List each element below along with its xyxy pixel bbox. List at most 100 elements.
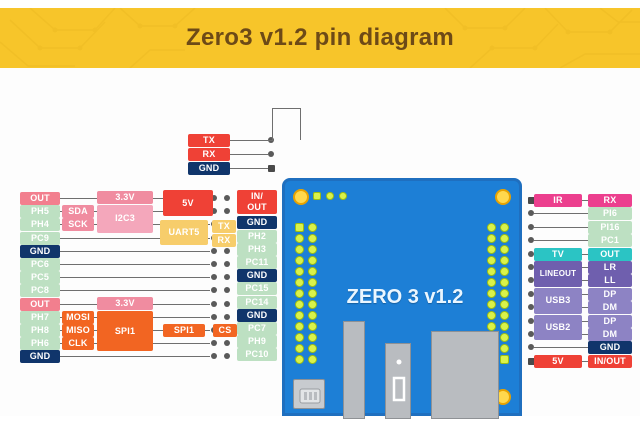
rightmid-pin-9: PC7 bbox=[237, 322, 277, 335]
left-signal-sck: SCK bbox=[62, 218, 94, 232]
connector-wire bbox=[60, 290, 210, 292]
center-bus-5v: 5V bbox=[163, 190, 213, 217]
solder-pad bbox=[295, 333, 304, 342]
solder-pad bbox=[500, 300, 509, 309]
solder-pad bbox=[295, 223, 304, 232]
connector-wire bbox=[300, 108, 301, 140]
solder-pad bbox=[308, 311, 317, 320]
left-signal-mosi: MOSI bbox=[62, 310, 94, 324]
pin-dot bbox=[528, 210, 534, 217]
pin-dot bbox=[528, 237, 534, 244]
left-signal-sda: SDA bbox=[62, 205, 94, 219]
pin-dot bbox=[528, 197, 535, 204]
page-header: Zero3 v1.2 pin diagram bbox=[0, 8, 640, 68]
page-title: Zero3 v1.2 pin diagram bbox=[185, 24, 455, 51]
solder-pad bbox=[339, 192, 347, 200]
center-bus-uart5: UART5 bbox=[160, 220, 208, 245]
left-pin-2: PH4 bbox=[20, 218, 60, 232]
pin-dot bbox=[224, 195, 230, 201]
solder-pad bbox=[500, 344, 509, 353]
solder-pad bbox=[308, 289, 317, 298]
solder-pad bbox=[487, 278, 496, 287]
connector-wire bbox=[230, 168, 268, 169]
pin-dot bbox=[268, 165, 275, 172]
top-pin-rx: RX bbox=[188, 148, 230, 161]
left-pin-9: PH7 bbox=[20, 310, 60, 324]
solder-pad bbox=[500, 322, 509, 331]
rightmid-pin-6: PC15 bbox=[237, 282, 277, 296]
solder-pad bbox=[313, 192, 321, 200]
farright-pin-1: PI6 bbox=[588, 207, 632, 221]
rightmid-pin-2: PH2 bbox=[237, 229, 277, 243]
solder-pad bbox=[500, 311, 509, 320]
mount-hole-icon bbox=[495, 189, 511, 205]
rightmid-pin-4: PC11 bbox=[237, 256, 277, 269]
connector-wire bbox=[534, 226, 588, 228]
left-pin-5: PC6 bbox=[20, 258, 60, 271]
connector-wire bbox=[272, 108, 273, 140]
hdmi-connector bbox=[343, 321, 365, 419]
soc-chip bbox=[431, 331, 499, 419]
solder-pad bbox=[308, 234, 317, 243]
left-bus-3v3-top: 3.3V bbox=[97, 191, 153, 204]
farright-pin-9: DP bbox=[588, 314, 632, 328]
pin-dot bbox=[224, 313, 230, 320]
solder-pad bbox=[308, 322, 317, 331]
connector-wire bbox=[230, 140, 268, 141]
farright-pin-12: IN/OUT bbox=[588, 354, 632, 368]
solder-pad bbox=[487, 311, 496, 320]
pin-dot bbox=[224, 300, 230, 307]
pin-dot bbox=[528, 290, 534, 297]
farright-func-usb2: USB2 bbox=[534, 314, 582, 341]
solder-pad bbox=[308, 300, 317, 309]
solder-pad bbox=[500, 267, 509, 276]
farright-func-tv: TV bbox=[534, 247, 582, 261]
left-bus-i2c3: I2C3 bbox=[97, 205, 153, 233]
solder-pad bbox=[308, 278, 317, 287]
connector-wire bbox=[60, 237, 210, 239]
usb-a-connector bbox=[385, 343, 411, 419]
top-pin-tx: TX bbox=[188, 134, 230, 147]
solder-pad bbox=[500, 289, 509, 298]
pin-dot bbox=[224, 247, 230, 254]
circuit-pattern-decoration bbox=[0, 8, 640, 68]
left-pin-0: OUT bbox=[20, 192, 60, 205]
pin-dot bbox=[211, 287, 217, 294]
solder-pad bbox=[487, 245, 496, 254]
solder-pad bbox=[500, 234, 509, 243]
farright-pin-3: PC1 bbox=[588, 234, 632, 248]
usb-c-icon bbox=[299, 388, 321, 404]
pin-dot bbox=[528, 264, 534, 270]
left-bus-3v3-bottom: 3.3V bbox=[97, 296, 153, 310]
gpio-pad-column-left-outer bbox=[295, 223, 304, 364]
connector-wire bbox=[272, 108, 301, 109]
left-pin-6: PC5 bbox=[20, 271, 60, 285]
left-signal-clk: CLK bbox=[62, 337, 94, 351]
farright-func-5v: 5V bbox=[534, 354, 582, 369]
pin-dot bbox=[224, 261, 230, 267]
pin-dot bbox=[528, 223, 534, 230]
pin-dot bbox=[224, 287, 230, 294]
pin-dot bbox=[528, 317, 534, 324]
center-signal-tx: TX bbox=[212, 220, 236, 234]
rightmid-pin-1: GND bbox=[237, 216, 277, 230]
solder-pad bbox=[295, 311, 304, 320]
farright-pin-2: PI16 bbox=[588, 220, 632, 234]
pin-dot bbox=[528, 331, 534, 337]
gpio-pad-column-left-inner bbox=[308, 223, 317, 364]
left-bus-spi1: SPI1 bbox=[97, 310, 153, 352]
farright-pin-0: RX bbox=[588, 194, 632, 207]
farright-pin-8: DM bbox=[588, 301, 632, 315]
farright-pin-6: LL bbox=[588, 274, 632, 288]
farright-func-usb3: USB3 bbox=[534, 287, 582, 314]
center-signal-rx: RX bbox=[212, 233, 236, 247]
solder-pad bbox=[500, 355, 509, 364]
left-pin-4: GND bbox=[20, 244, 60, 258]
left-pin-12: GND bbox=[20, 350, 60, 364]
pin-dot bbox=[528, 357, 535, 365]
solder-pad bbox=[487, 234, 496, 243]
mount-hole-icon bbox=[293, 189, 309, 205]
solder-pad bbox=[295, 278, 304, 287]
center-signal-cs: CS bbox=[213, 324, 237, 337]
